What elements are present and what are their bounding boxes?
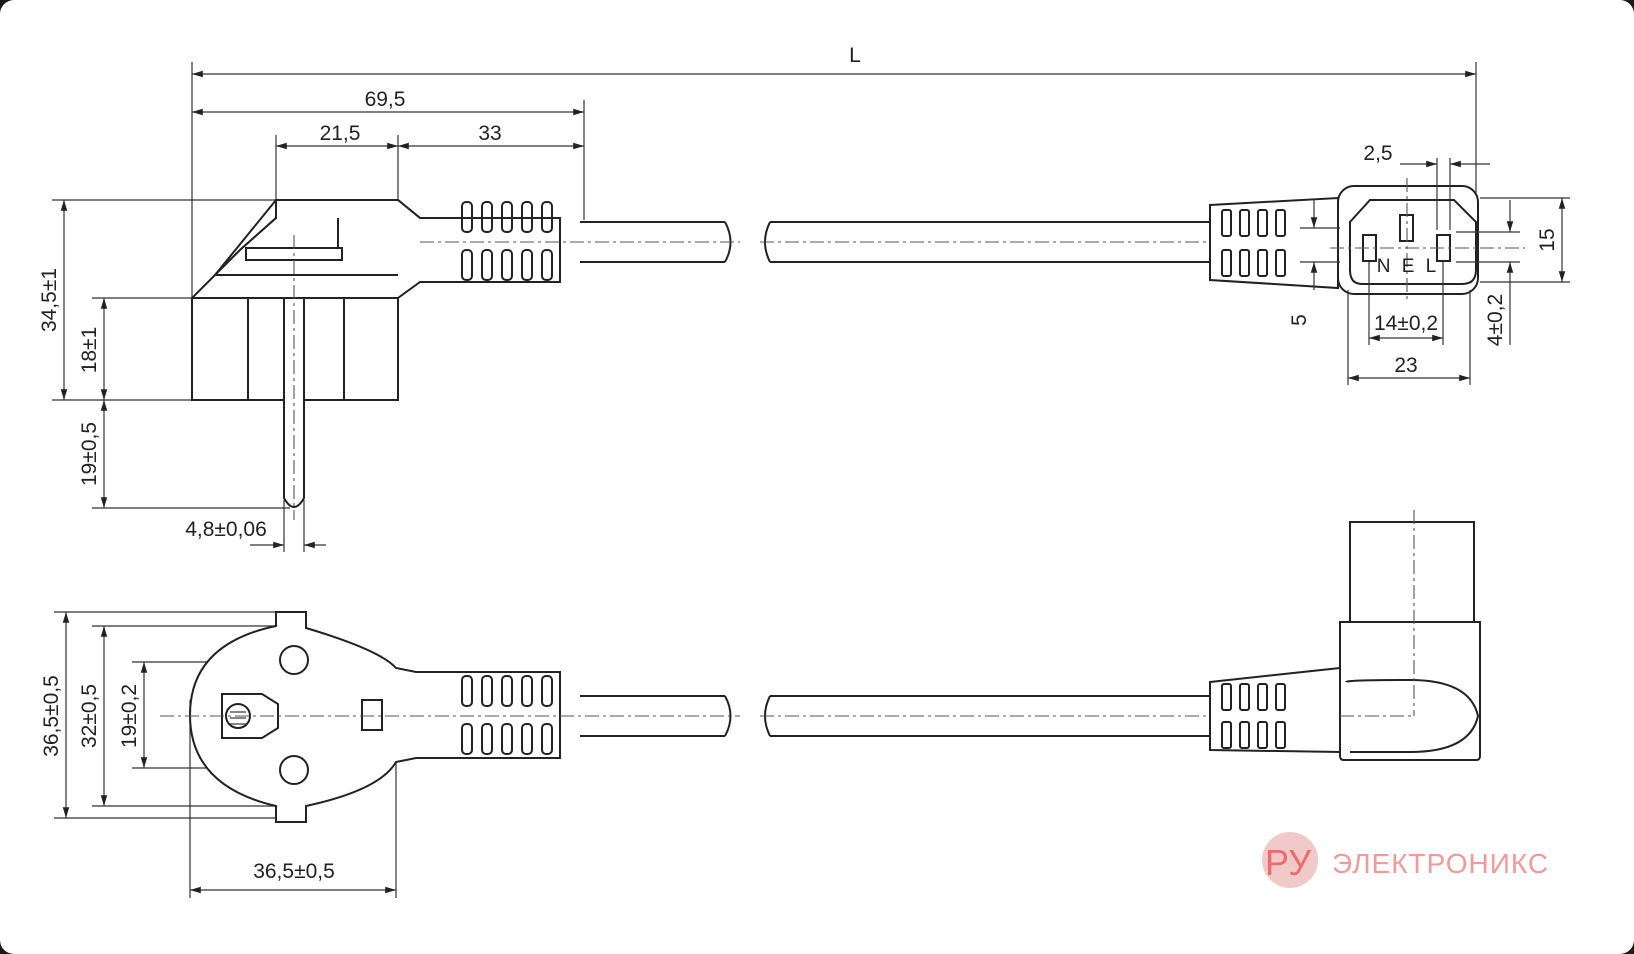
dimension-labels: L 69,5 21,5 33 34,5±1 18±1 19±0,5 4,8±0,… bbox=[38, 44, 1559, 883]
dim-plug-head: 21,5 bbox=[320, 122, 361, 145]
dim-plug-length: 69,5 bbox=[365, 88, 406, 111]
logo-badge: РУ bbox=[1265, 842, 1312, 883]
dim-face-mid: 32±0,5 bbox=[78, 684, 101, 748]
dim-connector-width: 23 bbox=[1394, 354, 1417, 377]
dim-plug-height: 34,5±1 bbox=[38, 268, 61, 332]
logo-text: ЭЛЕКТРОНИКС bbox=[1332, 848, 1550, 879]
dim-connector-offset: 5 bbox=[1288, 314, 1311, 326]
dim-pin-length: 19±0,5 bbox=[78, 422, 101, 486]
connector-side-view bbox=[760, 158, 1570, 385]
plug-front-view bbox=[54, 611, 740, 898]
dim-face-width: 36,5±0,5 bbox=[253, 860, 335, 883]
plug-side-view bbox=[52, 62, 1477, 520]
pin-labels: N E L bbox=[1377, 256, 1440, 277]
dim-connector-top: 2,5 bbox=[1363, 142, 1392, 165]
watermark-logo: РУ ЭЛЕКТРОНИКС bbox=[1262, 832, 1572, 892]
dim-plug-body: 18±1 bbox=[78, 327, 101, 374]
dim-connector-height: 15 bbox=[1536, 228, 1559, 251]
dim-face-inner: 19±0,2 bbox=[118, 684, 141, 748]
dim-contact-spacing: 14±0,2 bbox=[1374, 312, 1438, 335]
dim-pin-diameter: 4,8±0,06 bbox=[185, 518, 267, 541]
logo-circle bbox=[1262, 832, 1318, 888]
connector-top-view bbox=[760, 510, 1481, 761]
dim-plug-grip: 33 bbox=[478, 122, 501, 145]
dimension-lines-top bbox=[60, 70, 1566, 552]
dim-overall-length: L bbox=[849, 44, 861, 67]
dim-contact-offset: 4±0,2 bbox=[1484, 294, 1507, 346]
dim-face-outer: 36,5±0,5 bbox=[40, 675, 63, 757]
